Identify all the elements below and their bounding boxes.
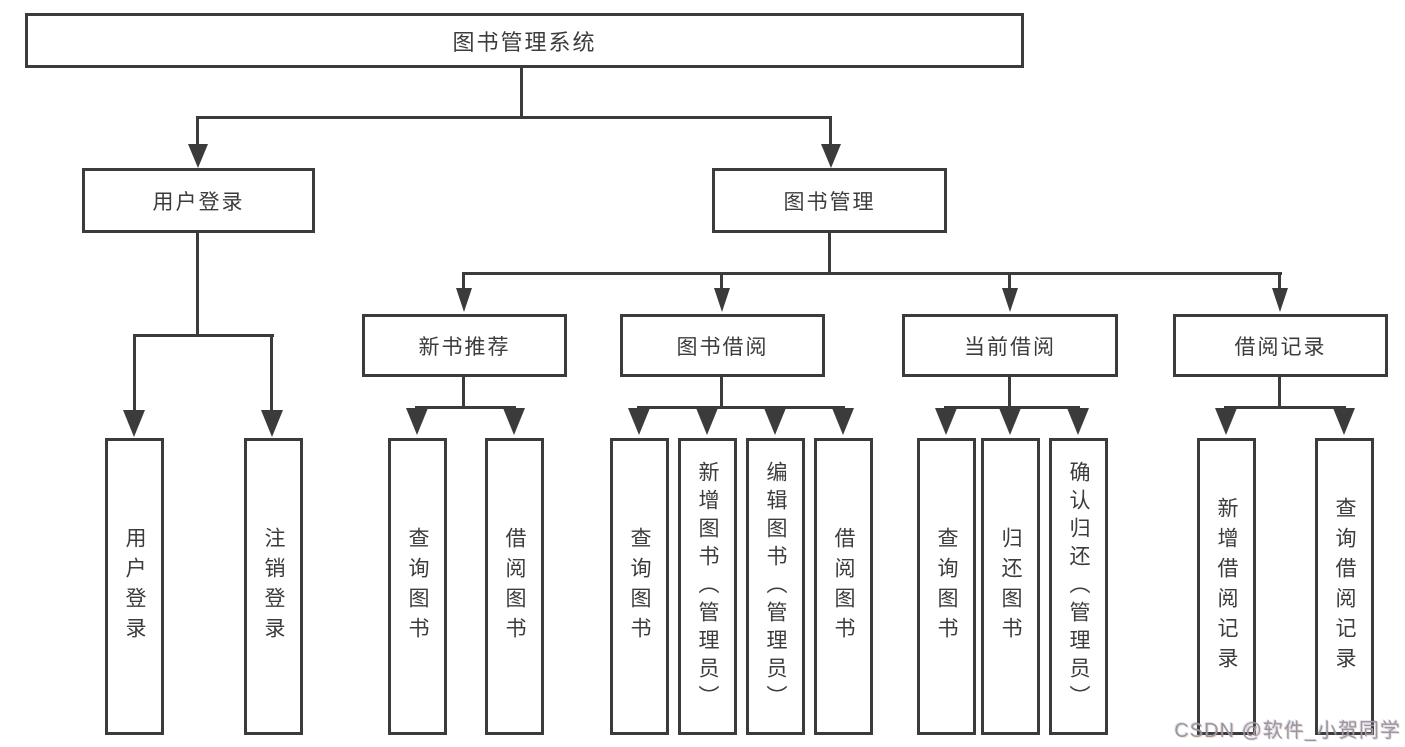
leaf-br-add-record: 新增借阅记录	[1197, 438, 1256, 735]
node-book-management: 图书管理	[712, 168, 947, 233]
connector-to-new-book-recommend	[462, 274, 465, 290]
arrowhead-br-add-record	[1215, 408, 1237, 435]
arrowhead-cb-return-books	[999, 408, 1021, 435]
connector-to-leaf-user-login	[133, 336, 136, 410]
node-label: 查询图书	[406, 526, 429, 647]
connector-to-user-login	[196, 118, 199, 146]
node-label: 借阅图书	[832, 526, 855, 647]
arrowhead-book-management	[821, 144, 841, 168]
arrowhead-borrowing-records	[1272, 288, 1288, 312]
arrowhead-cb-confirm-return	[1067, 408, 1089, 435]
connector-to-current-borrowing	[1008, 274, 1011, 290]
leaf-bb-query-books: 查询图书	[610, 438, 669, 735]
arrowhead-book-borrowing	[714, 288, 730, 312]
node-label: 用户登录	[123, 526, 146, 647]
connector-to-book-management	[829, 118, 832, 146]
arrowhead-current-borrowing	[1002, 288, 1018, 312]
node-label: 新增图书（管理员）	[696, 460, 719, 713]
arrowhead-br-query-record	[1333, 408, 1355, 435]
connector-user-login-horizontal	[133, 334, 274, 337]
csdn-watermark: CSDN @软件_小贺同学	[1174, 720, 1401, 742]
node-label: 图书借阅	[676, 335, 769, 359]
leaf-cb-return-books: 归还图书	[981, 438, 1040, 735]
leaf-bb-add-books-admin: 新增图书（管理员）	[678, 438, 737, 735]
node-new-book-recommend: 新书推荐	[362, 314, 567, 377]
node-label: 确认归还（管理员）	[1067, 460, 1090, 713]
node-library-management-system: 图书管理系统	[25, 13, 1024, 68]
node-label: 注销登录	[262, 526, 285, 647]
leaf-cb-query-books: 查询图书	[917, 438, 976, 735]
node-label: 当前借阅	[964, 335, 1056, 359]
node-label: 图书管理系统	[452, 29, 597, 55]
node-label: 用户登录	[152, 190, 245, 214]
arrowhead-bb-add-books	[696, 408, 718, 435]
node-label: 归还图书	[999, 526, 1022, 647]
arrowhead-leaf-logout	[261, 410, 283, 437]
leaf-bb-edit-books-admin: 编辑图书（管理员）	[746, 438, 805, 735]
leaf-user-login: 用户登录	[105, 438, 164, 735]
connector-level3-horizontal	[462, 272, 1282, 275]
connector-nbr-horizontal	[415, 406, 516, 409]
node-label: 查询图书	[935, 526, 958, 647]
leaf-bb-borrow-books: 借阅图书	[814, 438, 873, 735]
connector-br-horizontal	[1224, 406, 1346, 409]
connector-root-stub	[520, 66, 523, 119]
node-book-borrowing: 图书借阅	[620, 314, 825, 377]
arrowhead-nbr-query-books	[406, 408, 428, 435]
node-label: 图书管理	[783, 190, 876, 214]
arrowhead-bb-borrow-books	[832, 408, 854, 435]
leaf-nbr-borrow-books: 借阅图书	[485, 438, 544, 735]
connector-to-leaf-logout	[270, 336, 273, 410]
connector-br-stub	[1278, 376, 1281, 408]
node-label: 查询借阅记录	[1333, 496, 1356, 677]
node-user-login: 用户登录	[82, 168, 315, 233]
connector-nbr-stub	[462, 376, 465, 408]
connector-to-borrowing-records	[1278, 274, 1281, 290]
node-label: 编辑图书（管理员）	[764, 460, 787, 713]
connector-bb-stub	[720, 376, 723, 408]
arrowhead-new-book-recommend	[456, 288, 472, 312]
connector-cb-stub	[1008, 376, 1011, 408]
node-label: 借阅记录	[1234, 335, 1327, 359]
node-label: 借阅图书	[503, 526, 526, 647]
arrowhead-bb-edit-books	[764, 408, 786, 435]
connector-user-login-stub	[196, 232, 199, 336]
node-label: 新书推荐	[418, 335, 511, 359]
node-current-borrowing: 当前借阅	[902, 314, 1118, 377]
node-label: 查询图书	[628, 526, 651, 647]
leaf-br-query-record: 查询借阅记录	[1315, 438, 1374, 735]
node-borrowing-records: 借阅记录	[1173, 314, 1388, 377]
connector-cb-horizontal	[944, 406, 1080, 409]
connector-bb-horizontal	[637, 406, 845, 409]
node-label: 新增借阅记录	[1215, 496, 1238, 677]
leaf-nbr-query-books: 查询图书	[388, 438, 447, 735]
arrowhead-bb-query-books	[628, 408, 650, 435]
arrowhead-user-login	[188, 144, 208, 168]
leaf-logout: 注销登录	[244, 438, 303, 735]
connector-to-book-borrowing	[720, 274, 723, 290]
arrowhead-nbr-borrow-books	[503, 408, 525, 435]
arrowhead-cb-query-books	[935, 408, 957, 435]
leaf-cb-confirm-return-admin: 确认归还（管理员）	[1049, 438, 1108, 735]
connector-book-management-stub	[828, 232, 831, 274]
connector-level2-horizontal	[196, 116, 832, 119]
arrowhead-leaf-user-login	[123, 410, 145, 437]
